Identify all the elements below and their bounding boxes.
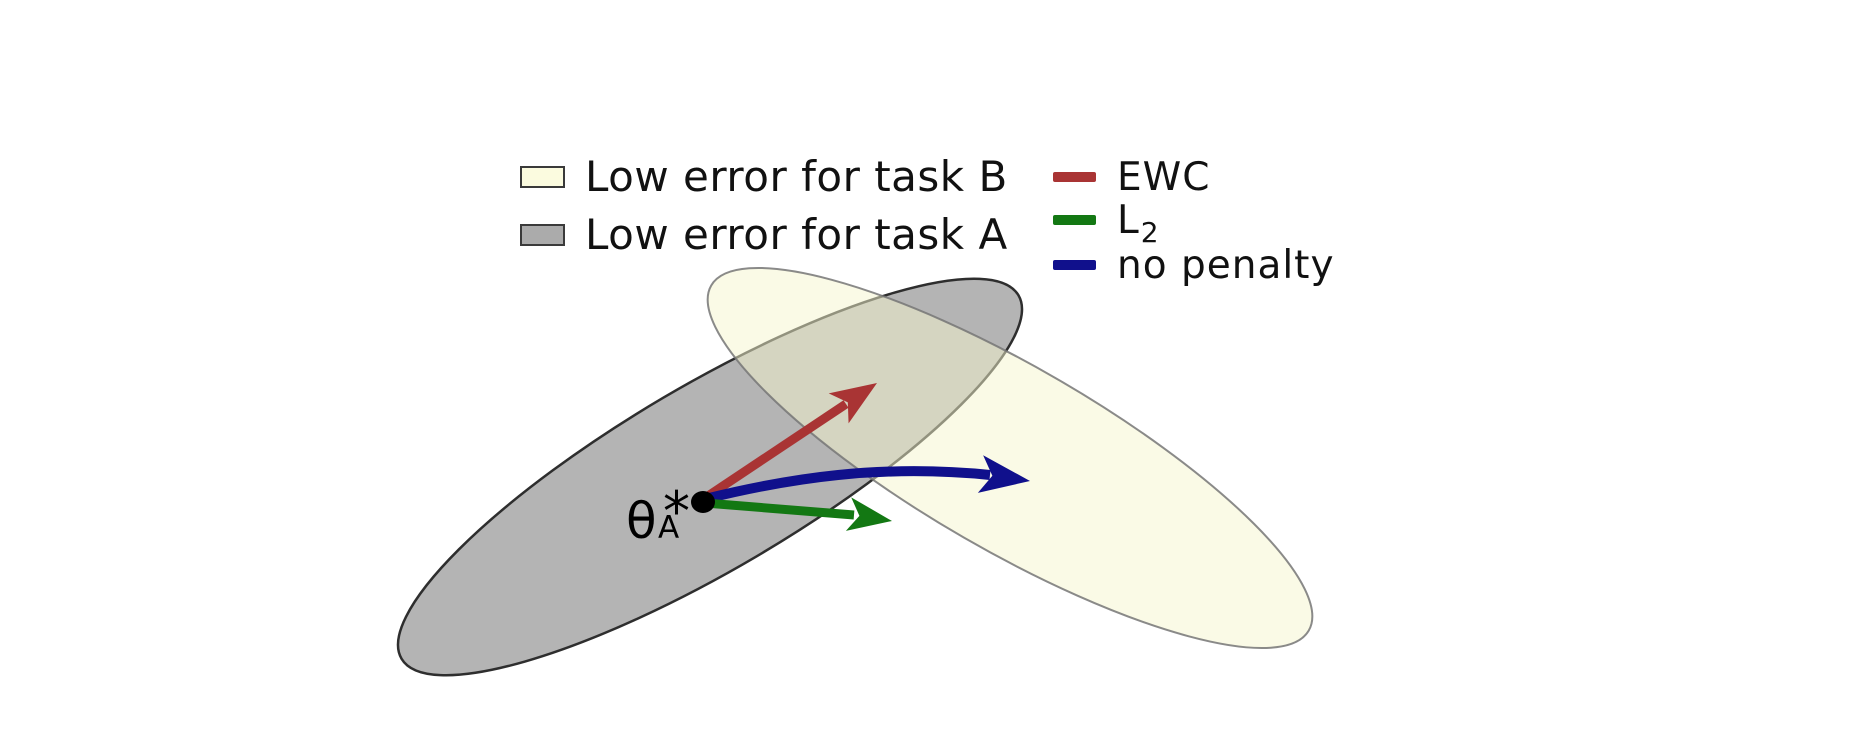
theta-star-point (691, 491, 715, 513)
l2-line-swatch (1053, 215, 1096, 225)
theta-label-symbol: θ (626, 492, 657, 550)
legend-label-task-b: Low error for task B (585, 152, 1008, 201)
no-penalty-line-swatch (1053, 260, 1096, 270)
task-a-swatch (520, 224, 565, 246)
l2-label-subscript: 2 (1140, 215, 1160, 249)
legend-item-task-b: Low error for task B (520, 155, 1008, 199)
legend-label-ewc: EWC (1117, 154, 1211, 200)
task-b-swatch (520, 166, 565, 188)
l2-arrow (704, 497, 892, 531)
ewc-line-swatch (1053, 172, 1096, 182)
legend-item-ewc: EWC (1053, 154, 1211, 200)
theta-label-superscript: * (663, 480, 690, 543)
legend-label-l2: L2 (1117, 197, 1159, 247)
legend-item-l2: L2 (1053, 197, 1159, 247)
legend-label-no-penalty: no penalty (1117, 242, 1335, 288)
legend-item-no-penalty: no penalty (1053, 242, 1335, 288)
theta-label-subscript: A (658, 510, 680, 546)
task-b-region (706, 266, 1314, 650)
ewc-arrow (702, 383, 877, 502)
legend-label-task-a: Low error for task A (585, 210, 1008, 259)
l2-label-main: L (1117, 197, 1140, 243)
legend-item-task-a: Low error for task A (520, 213, 1008, 257)
no-penalty-arrow (703, 455, 1030, 504)
